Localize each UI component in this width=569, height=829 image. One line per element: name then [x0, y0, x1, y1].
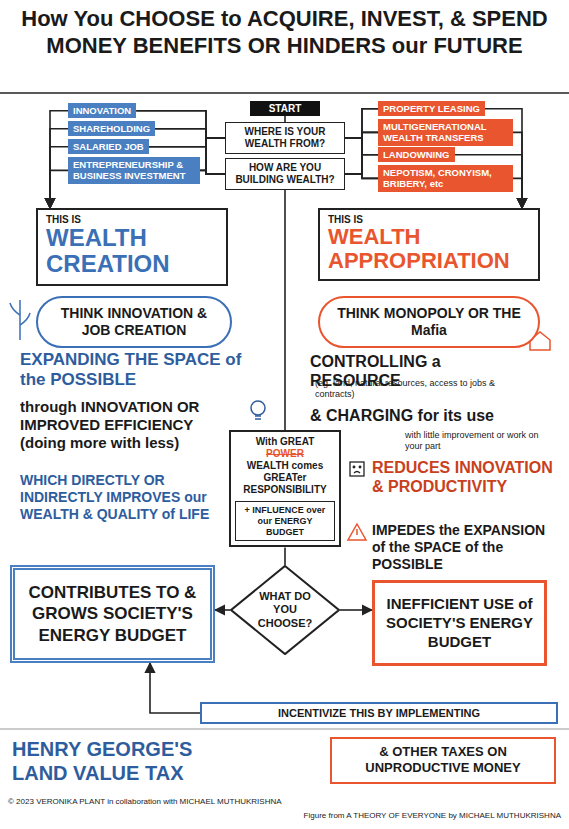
tax-box: & OTHER TAXES ON UNPRODUCTIVE MONEY — [330, 737, 556, 784]
source-tag: INNOVATION — [68, 103, 136, 118]
copyright-text: © 2023 VERONIKA PLANT in collaboration w… — [8, 797, 408, 807]
node-text: INNOVATION — [73, 105, 131, 116]
connector-line — [340, 609, 372, 611]
statement-text: EXPANDING THE SPACE of the POSSIBLE — [20, 350, 250, 391]
connector-line — [345, 155, 378, 174]
source-tag: ENTREPRENEURSHIP & BUSINESS INVESTMENT — [68, 157, 200, 184]
connector-line — [200, 138, 225, 170]
node-text: WHAT DO YOU CHOOSE? — [252, 590, 318, 630]
source-tag: NEPOTISM, CRONYISM, BRIBERY, etc — [378, 165, 513, 192]
node-text: THINK MONOPOLY OR THE Mafia — [332, 305, 526, 339]
node-text: SALARIED JOB — [73, 141, 144, 152]
connector-line — [50, 129, 68, 208]
connector-line — [150, 663, 200, 713]
source-tag: LANDOWNING — [378, 147, 455, 162]
outcome-box: INEFFICIENT USE of SOCIETY'S ENERGY BUDG… — [372, 580, 547, 666]
title-rule — [0, 92, 569, 94]
connector-line — [345, 109, 378, 174]
statement-text: HENRY GEORGE'S LAND VALUE TAX — [12, 737, 222, 785]
node-text: START — [254, 103, 316, 114]
statement-text: through INNOVATION OR IMPROVED EFFICIENC… — [20, 398, 220, 452]
connector-line — [200, 170, 225, 174]
heading-box: THIS ISWEALTH CREATION — [36, 208, 228, 286]
heading-box: THIS ISWEALTH APPROPRIATION — [318, 208, 540, 281]
title-text: How You CHOOSE to ACQUIRE, INVEST, & SPE… — [10, 6, 559, 60]
node-text: THINK INNOVATION & JOB CREATION — [50, 305, 218, 339]
note-text: (eg. land, natural resources, access to … — [315, 378, 525, 400]
plant-icon — [10, 300, 30, 340]
question-box: HOW ARE YOU BUILDING WEALTH? — [225, 158, 345, 190]
source-tag: SHAREHOLDING — [68, 121, 155, 136]
node-text: HOW ARE YOU BUILDING WEALTH? — [230, 162, 340, 186]
node-text: + INFLUENCE over our ENERGY BUDGET — [239, 505, 331, 537]
quote-box: With GREATPOWERWEALTH comes GREATer RESP… — [229, 430, 341, 547]
connector-line — [155, 129, 225, 138]
thought-cloud: THINK MONOPOLY OR THE Mafia — [318, 296, 540, 348]
node-text: WEALTH comes GREATer RESPONSIBILITY — [235, 460, 335, 496]
node-text: WEALTH CREATION — [46, 225, 218, 278]
decision-diamond: WHAT DO YOU CHOOSE? — [230, 565, 340, 655]
warning-icon — [348, 524, 366, 540]
footer-rule — [0, 729, 569, 730]
connector-line — [149, 138, 225, 147]
inner-box: + INFLUENCE over our ENERGY BUDGET — [235, 501, 335, 541]
connector-line — [513, 132, 522, 208]
statement-text: IMPEDES the EXPANSION of the SPACE of th… — [372, 522, 562, 572]
note-text: with little improvement or work on your … — [405, 430, 555, 452]
node-text: With GREAT — [235, 436, 335, 448]
connector-line — [50, 170, 68, 208]
connector-line — [345, 132, 378, 174]
node-text: MULTIGENERATIONAL WEALTH TRANSFERS — [383, 121, 508, 144]
connector-line — [284, 547, 286, 565]
caption-text: Figure from A THEORY OF EVERYONE by MICH… — [161, 811, 561, 820]
node-text: ENTREPRENEURSHIP & BUSINESS INVESTMENT — [73, 159, 195, 182]
node-text: THIS IS — [46, 214, 218, 225]
node-text: & OTHER TAXES ON UNPRODUCTIVE MONEY — [340, 744, 546, 777]
connector-line — [50, 147, 68, 208]
node-text: INCENTIVIZE THIS BY IMPLEMENTING — [210, 707, 548, 719]
node-text: PROPERTY LEASING — [383, 103, 480, 114]
connector-line — [284, 190, 286, 430]
connector-line — [345, 174, 378, 178]
node-text: POWER — [235, 448, 335, 460]
lightbulb-icon — [251, 401, 265, 419]
source-tag: SALARIED JOB — [68, 139, 149, 154]
diamond-shape — [231, 566, 339, 654]
node-text: SHAREHOLDING — [73, 123, 150, 134]
connector-line — [513, 178, 522, 208]
statement-text: WHICH DIRECTLY OR INDIRECTLY IMPROVES ou… — [20, 472, 225, 522]
connector-line — [215, 609, 230, 611]
statement-text: & CHARGING for its use — [310, 406, 550, 425]
arrow-band: INCENTIVIZE THIS BY IMPLEMENTING — [200, 702, 558, 724]
node-text: INEFFICIENT USE of SOCIETY'S ENERGY BUDG… — [385, 595, 534, 651]
node-text: WHERE IS YOUR WEALTH FROM? — [230, 126, 340, 150]
diamond-text-holder: WHAT DO YOU CHOOSE? — [252, 590, 318, 630]
source-tag: MULTIGENERATIONAL WEALTH TRANSFERS — [378, 119, 513, 146]
frown-icon — [350, 462, 364, 476]
outcome-box: CONTRIBUTES TO & GROWS SOCIETY'S ENERGY … — [10, 565, 215, 663]
source-tag: PROPERTY LEASING — [378, 101, 485, 116]
node-text: LANDOWNING — [383, 149, 450, 160]
question-box: WHERE IS YOUR WEALTH FROM? — [225, 122, 345, 154]
connector-line — [50, 111, 68, 208]
node-text: CONTRIBUTES TO & GROWS SOCIETY'S ENERGY … — [25, 582, 200, 646]
node-text: WEALTH APPROPRIATION — [328, 225, 530, 273]
node-text: NEPOTISM, CRONYISM, BRIBERY, etc — [383, 167, 508, 190]
node-text: THIS IS — [328, 214, 530, 225]
thought-cloud: THINK INNOVATION & JOB CREATION — [36, 296, 232, 348]
start-box: START — [250, 101, 320, 116]
statement-text: REDUCES INNOVATION & PRODUCTIVITY — [372, 458, 562, 496]
